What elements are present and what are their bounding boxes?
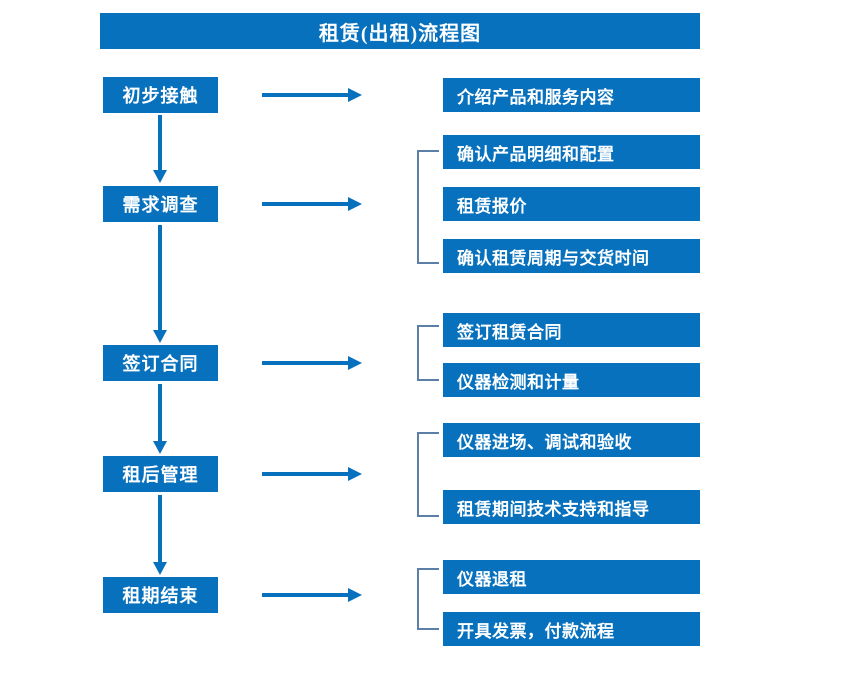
group-bracket-post-rental (417, 432, 439, 517)
arrow-shaft (262, 361, 350, 365)
arrow-head-icon (348, 88, 362, 102)
arrow-head-icon (153, 330, 167, 343)
horizontal-arrow-4 (262, 467, 362, 481)
detail-box-introduce-products[interactable]: 介绍产品和服务内容 (443, 78, 700, 112)
detail-box-rental-quotation[interactable]: 租赁报价 (443, 187, 700, 221)
arrow-head-icon (348, 356, 362, 370)
detail-box-invoice-payment[interactable]: 开具发票，付款流程 (443, 612, 700, 646)
arrow-shaft (158, 495, 162, 562)
vertical-arrow-2 (153, 225, 167, 343)
arrow-shaft (158, 115, 162, 170)
arrow-shaft (262, 472, 350, 476)
detail-box-instrument-return[interactable]: 仪器退租 (443, 560, 700, 594)
stage-box-initial-contact[interactable]: 初步接触 (103, 77, 218, 113)
stage-box-demand-survey[interactable]: 需求调查 (103, 186, 218, 222)
vertical-arrow-1 (153, 115, 167, 183)
horizontal-arrow-5 (262, 588, 362, 602)
arrow-head-icon (153, 562, 167, 575)
horizontal-arrow-2 (262, 197, 362, 211)
vertical-arrow-4 (153, 495, 167, 575)
arrow-shaft (262, 593, 350, 597)
detail-box-sign-lease-contract[interactable]: 签订租赁合同 (443, 313, 700, 347)
group-bracket-lease-end (417, 568, 439, 630)
page-title: 租赁(出租)流程图 (100, 13, 700, 49)
arrow-shaft (158, 225, 162, 330)
group-bracket-sign-contract (417, 325, 439, 381)
stage-box-sign-contract[interactable]: 签订合同 (103, 345, 218, 381)
horizontal-arrow-1 (262, 88, 362, 102)
vertical-arrow-3 (153, 384, 167, 454)
arrow-head-icon (348, 588, 362, 602)
detail-box-confirm-product-details[interactable]: 确认产品明细和配置 (443, 135, 700, 169)
arrow-head-icon (153, 441, 167, 454)
detail-box-technical-support[interactable]: 租赁期间技术支持和指导 (443, 490, 700, 524)
arrow-head-icon (153, 170, 167, 183)
arrow-shaft (262, 93, 350, 97)
horizontal-arrow-3 (262, 356, 362, 370)
stage-box-post-rental-management[interactable]: 租后管理 (103, 456, 218, 492)
detail-box-instrument-inspection[interactable]: 仪器检测和计量 (443, 363, 700, 397)
arrow-head-icon (348, 467, 362, 481)
arrow-shaft (158, 384, 162, 441)
detail-box-instrument-entry-commissioning[interactable]: 仪器进场、调试和验收 (443, 423, 700, 457)
detail-box-confirm-lease-period[interactable]: 确认租赁周期与交货时间 (443, 239, 700, 273)
group-bracket-demand-survey (417, 150, 439, 264)
stage-box-lease-end[interactable]: 租期结束 (103, 577, 218, 613)
arrow-shaft (262, 202, 350, 206)
arrow-head-icon (348, 197, 362, 211)
